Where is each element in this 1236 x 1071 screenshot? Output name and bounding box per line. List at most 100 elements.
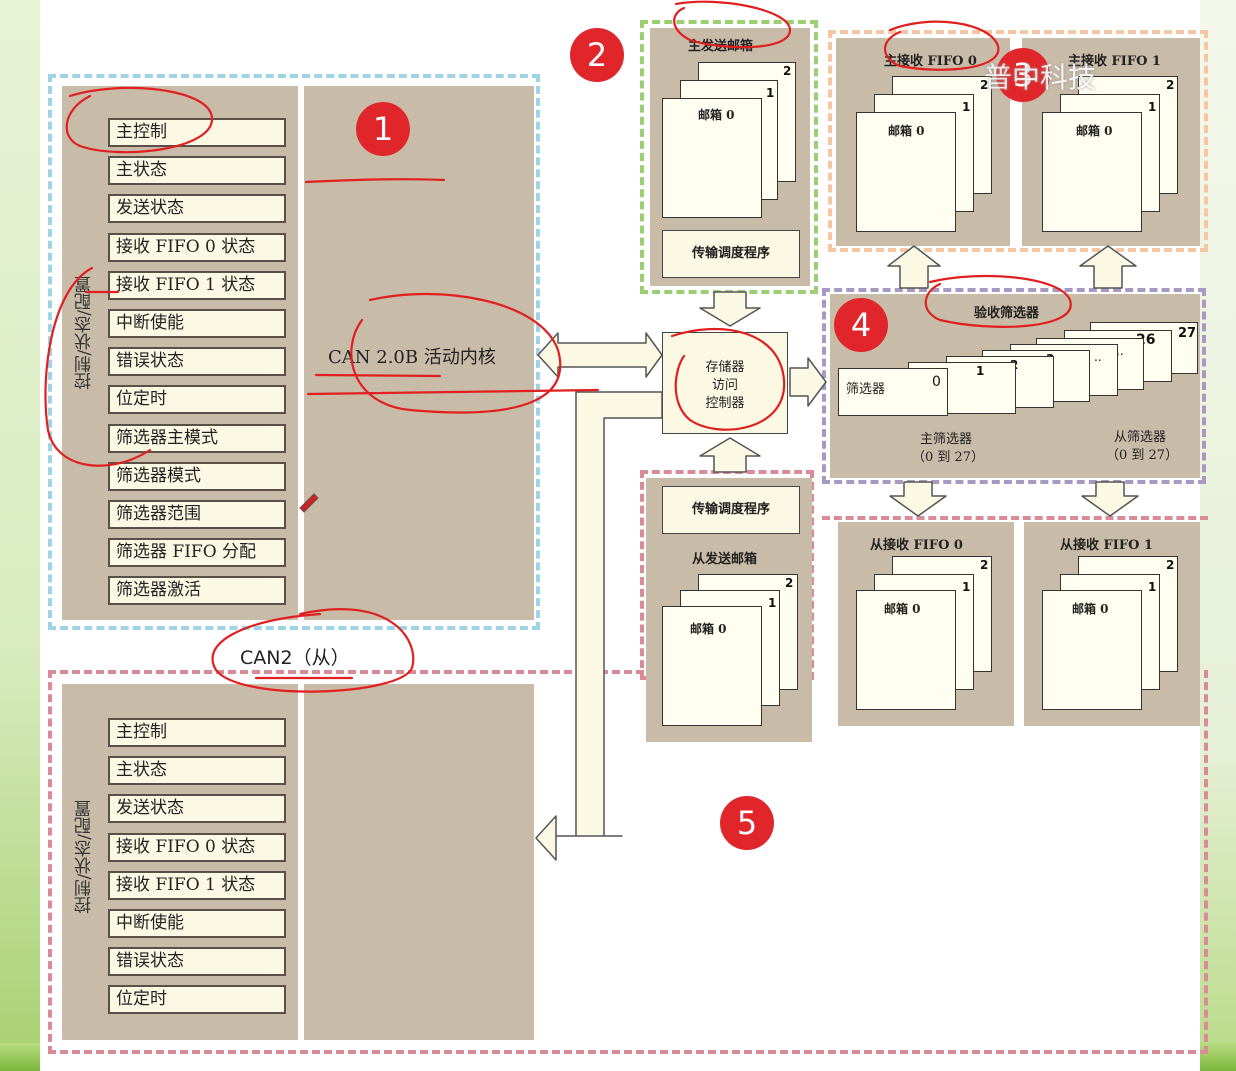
can1-bus-arrow [537,332,663,378]
can2-border-top [48,670,644,674]
annotation-circle-controller [670,327,786,431]
slave-rx0-num-1: 1 [962,580,971,594]
annotation-circle-main-control [65,86,214,154]
master-rx-border [828,30,1208,252]
slave-rx1-sheet-0 [1042,590,1142,710]
controller-to-filters-arrow [789,357,827,407]
filter-to-slave-rx0-arrow [889,481,947,517]
can2-register-8: 位定时 [108,985,286,1015]
can1-register-12: 筛选器 FIFO 分配 [108,538,286,568]
filter-dots-2: .. [1116,344,1124,358]
can2-label: CAN2（从） [240,647,350,669]
slave-rx1-num-1: 1 [1148,580,1157,594]
can1-register-6: 中断使能 [108,309,286,338]
filter-to-slave-rx1-arrow [1081,481,1139,517]
memory-controller-line-3: 控制器 [705,396,745,411]
filter-num-1: 1 [976,364,985,378]
slave-tx-to-controller-arrow [699,437,761,473]
slave-rx1-title: 从接收 FIFO 1 [1060,538,1153,553]
slave-tx-title: 从发送邮箱 [692,552,758,567]
slave-filter-range: （0 到 27） [1106,448,1179,463]
filter-to-rx0-arrow [887,245,941,289]
badge-5: 5 [720,796,774,850]
master-rx1-sheet-0 [1042,112,1142,232]
watermark-text: 普中科技 [984,61,1097,94]
slave-tx-num-2: 2 [785,576,794,590]
can1-register-1: 主控制 [108,118,286,147]
slave-filter-label: 从筛选器 [1114,430,1167,445]
master-rx1-num-1: 1 [1148,100,1157,114]
master-rx1-num-2: 2 [1166,78,1175,92]
annotation-circle-rx0 [883,20,1000,71]
slave-rx-border-top [822,516,1208,520]
slave-tx-num-1: 1 [768,596,777,610]
filter-to-rx1-arrow [1079,245,1137,289]
can1-border [48,74,540,630]
can2-register-1: 主控制 [108,718,286,747]
filter-sheet-0 [838,368,948,416]
slave-tx-sheet-0 [662,606,762,726]
annotation-underline-core-1 [314,373,442,378]
master-tx-num-2: 2 [783,64,792,78]
slave-rx1-mailbox: 邮箱 0 [1072,602,1109,616]
filter-num-0: 0 [932,374,941,390]
can2-register-2: 主状态 [108,756,286,786]
annotation-line-1 [304,178,446,184]
annotation-circle-core [350,292,562,414]
slave-rx1-num-2: 2 [1166,558,1175,572]
memory-controller-line-2: 访问 [711,378,738,393]
can1-register-10: 筛选器模式 [108,461,286,491]
can1-register-13: 筛选器激活 [108,576,286,606]
master-rx1-title: 主接收 FIFO 1 [1068,54,1161,69]
slave-rx0-sheet-0 [856,590,956,710]
master-tx-mailbox: 邮箱 0 [698,108,735,122]
master-rx0-num-1: 1 [962,100,971,114]
filter-dots-1: .. [1094,350,1102,364]
master-rx0-mailbox: 邮箱 0 [888,124,925,138]
filters-border [822,288,1206,484]
master-rx0-sheet-0 [856,112,956,232]
slave-tx-scheduler: 传输调度程序 [662,486,800,534]
master-rx1-mailbox: 邮箱 0 [1076,124,1113,138]
master-tx-sheet-0 [662,98,762,218]
can1-register-9: 筛选器主模式 [108,423,286,453]
annotation-circle-filters [924,274,1072,328]
slave-rx0-num-2: 2 [980,558,989,572]
can1-register-4: 接收 FIFO 0 状态 [108,232,286,262]
can1-register-11: 筛选器范围 [108,500,286,529]
badge-2: 2 [570,28,624,82]
slave-tx-mailbox: 邮箱 0 [690,622,727,636]
slave-rx0-mailbox: 邮箱 0 [884,602,921,616]
can2-register-3: 发送状态 [108,794,286,824]
annotation-circle-can2 [211,608,415,693]
annotation-underline-core-2 [306,388,600,396]
can2-register-5: 接收 FIFO 1 状态 [108,870,286,900]
background-left [0,0,45,1071]
badge-3: 3 [996,48,1050,102]
can2-border [48,670,1208,1054]
annotation-circle-side [44,266,152,467]
filters-title: 验收筛选器 [974,306,1040,321]
can2-register-7: 错误状态 [108,947,286,977]
badge-4: 4 [834,298,888,352]
can2-register-6: 中断使能 [108,909,286,938]
tx-to-controller-arrow [699,291,761,327]
background-right [1196,0,1236,1071]
master-tx-scheduler: 传输调度程序 [662,230,800,278]
filter-label: 筛选器 [846,382,886,397]
can1-register-3: 发送状态 [108,194,286,224]
can2-bus-arrow [535,391,663,861]
master-tx-num-1: 1 [766,86,775,100]
master-filter-label: 主筛选器 [920,432,973,447]
pen-cursor-icon [299,493,319,513]
can1-core-label: CAN 2.0B 活动内核 [328,347,496,368]
can1-register-5: 接收 FIFO 1 状态 [108,270,286,300]
can1-register-8: 位定时 [108,385,286,415]
badge-1: 1 [356,102,410,156]
master-rx0-title: 主接收 FIFO 0 [884,54,977,69]
filter-num-27: 27 [1178,326,1197,341]
can1-register-2: 主状态 [108,156,286,186]
master-filter-range: （0 到 27） [912,450,985,465]
can1-register-7: 错误状态 [108,347,286,377]
